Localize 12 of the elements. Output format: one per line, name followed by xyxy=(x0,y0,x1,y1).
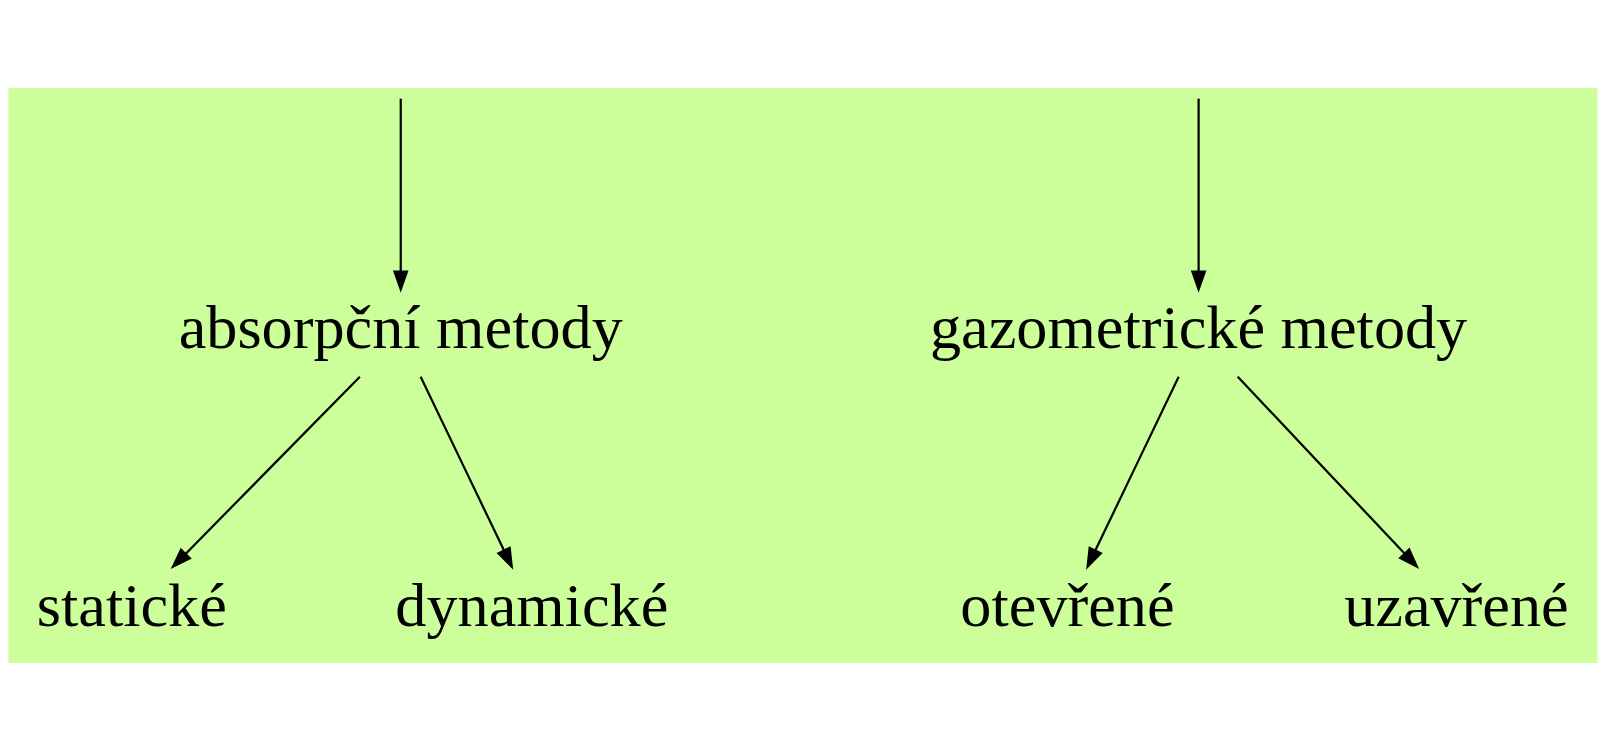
arrow xyxy=(392,98,409,293)
arrow xyxy=(1236,375,1420,569)
node-text: absorpční metody xyxy=(178,292,623,361)
arrow xyxy=(170,375,361,569)
node-text: dynamické xyxy=(395,570,669,639)
arrow xyxy=(1086,375,1180,570)
node-text: statické xyxy=(36,570,227,639)
arrow xyxy=(419,375,514,570)
node-text: uzavřené xyxy=(1344,570,1569,639)
node-text: otevřené xyxy=(960,570,1175,639)
node-text: gazometrické metody xyxy=(929,292,1468,361)
arrow xyxy=(1190,98,1207,293)
